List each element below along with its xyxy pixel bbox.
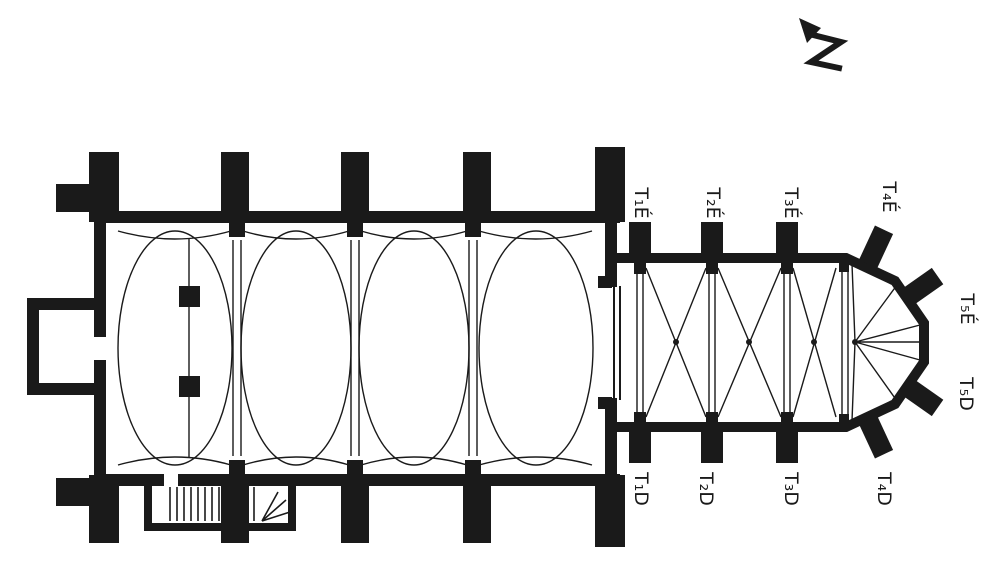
buttress-label-t5e: T₅É bbox=[956, 292, 979, 324]
west-tower-walls bbox=[27, 298, 106, 395]
buttress bbox=[463, 152, 491, 222]
buttress bbox=[341, 152, 369, 222]
nave-vaults bbox=[117, 230, 621, 466]
buttress-t1e bbox=[629, 222, 651, 260]
buttress-label-t4e: T₄É bbox=[878, 180, 901, 212]
gallery-pier bbox=[179, 286, 200, 307]
buttress-t5d bbox=[900, 377, 944, 417]
buttress-label-t3d: T₃D bbox=[780, 471, 802, 506]
chancel-vaults bbox=[636, 266, 849, 419]
north-arrow-icon bbox=[799, 18, 849, 72]
stair-annex bbox=[144, 477, 296, 531]
corner-buttress bbox=[56, 184, 96, 212]
nave-walls bbox=[94, 211, 620, 486]
apse-ribs bbox=[851, 263, 924, 422]
buttress-label-t5d: T₅D bbox=[955, 376, 977, 411]
buttress-t1d bbox=[629, 425, 651, 463]
buttress-t3d bbox=[776, 425, 798, 463]
buttress-labels: T₁É T₂É T₃É T₄É T₅É T₅D T₄D T₃D T₂D T₁D bbox=[630, 180, 979, 506]
chancel-buttresses bbox=[629, 222, 944, 463]
gallery-piers bbox=[179, 238, 200, 458]
buttress bbox=[221, 152, 249, 222]
nave-buttresses-north bbox=[56, 147, 625, 222]
buttress-t4d bbox=[858, 415, 894, 459]
buttress-t2d bbox=[701, 425, 723, 463]
buttress bbox=[595, 475, 625, 547]
buttress-label-t2e: T₂É bbox=[702, 186, 725, 218]
buttress bbox=[595, 147, 625, 222]
buttress-t2e bbox=[701, 222, 723, 260]
gallery-pier bbox=[179, 376, 200, 397]
buttress-t4e bbox=[858, 225, 894, 269]
staircase-hatching bbox=[169, 487, 255, 521]
buttress-label-t1e: T₁É bbox=[630, 186, 653, 218]
buttress bbox=[341, 475, 369, 543]
corner-buttress bbox=[56, 478, 96, 506]
nave-pilasters bbox=[229, 223, 849, 474]
buttress-label-t3e: T₃É bbox=[780, 186, 803, 218]
buttress-label-t4d: T₄D bbox=[873, 471, 895, 506]
buttress-label-t1d: T₁D bbox=[630, 471, 652, 506]
buttress-t3e bbox=[776, 222, 798, 260]
buttress-t5e bbox=[900, 267, 944, 307]
buttress bbox=[463, 475, 491, 543]
buttress-label-t2d: T₂D bbox=[695, 471, 717, 506]
winder-steps bbox=[261, 491, 291, 522]
